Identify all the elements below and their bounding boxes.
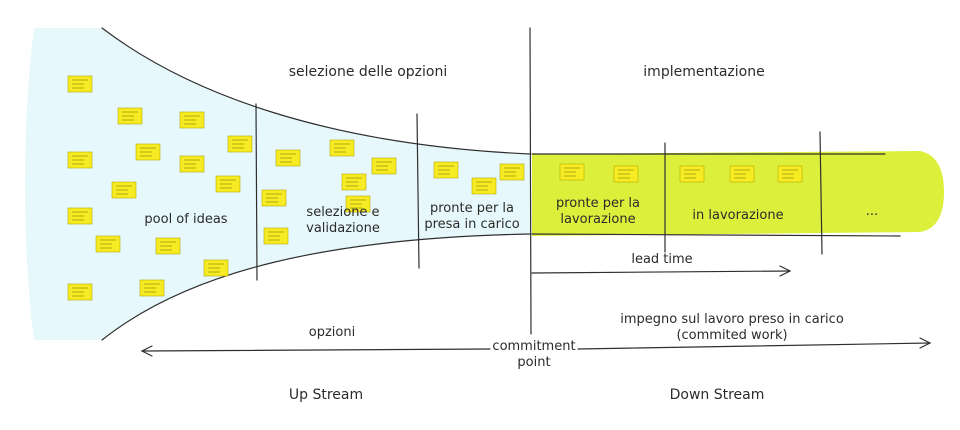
options-arrow (141, 348, 491, 352)
commitment-point-label-2: point (517, 355, 550, 370)
sticky-note (111, 181, 137, 199)
sticky-note (227, 135, 253, 153)
options-arrowhead (140, 345, 153, 357)
sticky-note (777, 165, 803, 183)
column-label-selection-2: validazione (306, 221, 380, 236)
sticky-note (275, 149, 301, 167)
column-label-ready-work-2: lavorazione (560, 212, 635, 227)
sticky-note (371, 157, 397, 175)
committed-work-label-1: impegno sul lavoro preso in carico (620, 312, 844, 327)
funnel-top-edge (101, 27, 531, 155)
commitment-arrow (577, 342, 931, 350)
sticky-note (471, 177, 497, 195)
sticky-note (559, 163, 585, 181)
column-label-pool: pool of ideas (144, 212, 227, 227)
section-title-options-selection: selezione delle opzioni (289, 64, 448, 80)
commitment-point-label-1: commitment (492, 339, 575, 354)
downstream-bottom-edge (531, 233, 901, 237)
sticky-note (261, 189, 287, 207)
section-title-implementation: implementazione (643, 64, 764, 80)
sticky-note (67, 75, 93, 93)
column-label-in-progress: in lavorazione (692, 208, 783, 223)
sticky-note (179, 155, 205, 173)
divider-pool-selection (255, 103, 258, 281)
sticky-note (729, 165, 755, 183)
commitment-arrowhead (919, 337, 932, 349)
lead-time-arrowhead (779, 265, 792, 277)
divider-inprogress-more (819, 131, 823, 255)
sticky-note (117, 107, 143, 125)
sticky-note (203, 259, 229, 277)
sticky-note (341, 173, 367, 191)
options-label: opzioni (309, 325, 355, 340)
sticky-note (499, 163, 525, 181)
column-label-selection-1: selezione e (306, 205, 379, 220)
commitment-line (529, 27, 532, 335)
sticky-note (215, 175, 241, 193)
sticky-note (67, 207, 93, 225)
upstream-funnel (25, 28, 530, 340)
sticky-note (613, 165, 639, 183)
sticky-note (329, 139, 355, 157)
column-label-ready-1: pronte per la (430, 201, 514, 216)
funnel-bottom-edge (101, 233, 531, 341)
sticky-note (67, 283, 93, 301)
sticky-note (433, 161, 459, 179)
sticky-note (135, 143, 161, 161)
upstream-label: Up Stream (289, 387, 363, 403)
divider-selection-ready (416, 113, 420, 269)
column-label-ready-work-1: pronte per la (556, 196, 640, 211)
lead-time-arrow (531, 270, 791, 274)
sticky-note (263, 227, 289, 245)
column-label-more: ... (866, 204, 878, 219)
sticky-note (345, 195, 371, 213)
sticky-note (679, 165, 705, 183)
lead-time-label: lead time (631, 252, 692, 267)
sticky-note (95, 235, 121, 253)
sticky-note (139, 279, 165, 297)
sticky-note (155, 237, 181, 255)
sticky-notes (67, 75, 803, 301)
column-label-ready-2: presa in carico (424, 217, 519, 232)
sticky-note (179, 111, 205, 129)
downstream-label: Down Stream (670, 387, 765, 403)
sticky-note (67, 151, 93, 169)
committed-work-label-2: (commited work) (676, 328, 787, 343)
